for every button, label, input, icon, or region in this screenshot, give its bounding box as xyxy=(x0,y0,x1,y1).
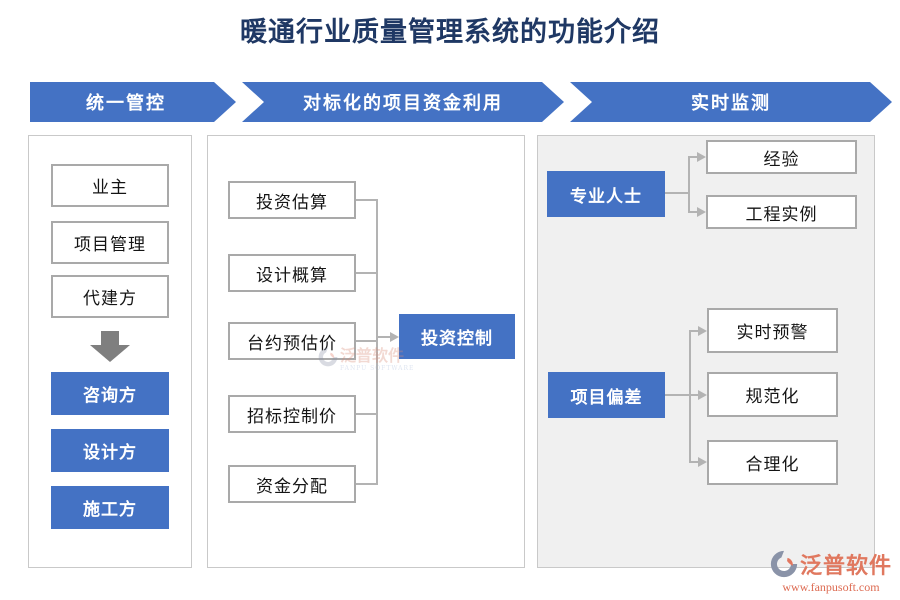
process-banner: 统一管控 对标化的项目资金利用 实时监测 xyxy=(30,82,892,122)
fund-box-label: 台约预估价 xyxy=(247,333,337,354)
role-box-label: 项目管理 xyxy=(74,235,146,255)
role-box-label: 业主 xyxy=(92,178,128,198)
fund-box-label: 招标控制价 xyxy=(247,406,337,427)
role-box-project-management: 项目管理 xyxy=(51,221,169,264)
banner-step-unified-control: 统一管控 xyxy=(30,82,236,122)
monitor-box-label: 规范化 xyxy=(745,387,800,407)
arrowhead-right-icon xyxy=(697,207,706,217)
connector-line xyxy=(356,483,378,485)
watermark-logo: 泛普软件 FANPU SOFTWARE xyxy=(318,347,414,372)
connector-line xyxy=(356,199,378,201)
role-box-constructor: 施工方 xyxy=(51,486,169,529)
role-box-owner: 业主 xyxy=(51,164,169,207)
fanpu-logo-icon xyxy=(318,347,338,367)
fund-box-label: 投资估算 xyxy=(256,192,328,213)
monitor-box-label: 项目偏差 xyxy=(570,387,643,408)
connector-line xyxy=(665,394,691,396)
arrowhead-right-icon xyxy=(697,152,706,162)
connector-line xyxy=(356,272,378,274)
connector-line xyxy=(690,211,698,213)
monitor-box-experience: 经验 xyxy=(706,140,857,174)
connector-line xyxy=(665,192,690,194)
role-box-label: 代建方 xyxy=(83,289,137,309)
fund-box-label: 资金分配 xyxy=(256,476,328,497)
connector-line xyxy=(691,461,699,463)
fund-box-design-budget: 设计概算 xyxy=(228,254,356,292)
arrowhead-right-icon xyxy=(698,457,707,467)
connector-line xyxy=(691,394,699,396)
fund-box-label: 设计概算 xyxy=(256,265,328,286)
connector-line xyxy=(688,156,690,213)
arrowhead-right-icon xyxy=(698,390,707,400)
banner-step-realtime-monitoring: 实时监测 xyxy=(570,82,892,122)
fund-box-bid-control-price: 招标控制价 xyxy=(228,395,356,433)
arrowhead-right-icon xyxy=(390,332,399,342)
down-arrow-icon xyxy=(90,345,130,362)
banner-step-label: 对标化的项目资金利用 xyxy=(303,93,503,114)
watermark-brand-text: 泛普软件 xyxy=(340,346,405,365)
role-box-designer: 设计方 xyxy=(51,429,169,472)
connector-bus-line xyxy=(376,199,378,485)
arrowhead-right-icon xyxy=(698,326,707,336)
monitor-box-label: 实时预警 xyxy=(736,323,809,343)
monitor-box-project-deviation: 项目偏差 xyxy=(548,372,665,418)
monitor-box-label: 专业人士 xyxy=(570,186,642,207)
logo-brand-text: 泛普软件 xyxy=(799,553,892,579)
fund-box-fund-allocation: 资金分配 xyxy=(228,465,356,503)
fanpu-logo: 泛普软件 www.fanpusoft.com xyxy=(766,548,896,595)
connector-line xyxy=(691,330,699,332)
fund-box-contract-pre-estimate: 台约预估价 xyxy=(228,322,356,360)
monitor-box-standardization: 规范化 xyxy=(707,372,838,417)
fund-box-investment-estimate: 投资估算 xyxy=(228,181,356,219)
logo-url-text: www.fanpusoft.com xyxy=(782,580,880,594)
monitor-box-realtime-warning: 实时预警 xyxy=(707,308,838,353)
role-box-label: 咨询方 xyxy=(83,386,137,406)
monitor-box-label: 工程实例 xyxy=(745,204,818,225)
connector-line xyxy=(689,330,691,463)
banner-step-fund-utilization: 对标化的项目资金利用 xyxy=(242,82,564,122)
role-box-label: 施工方 xyxy=(83,500,137,520)
banner-step-label: 统一管控 xyxy=(86,93,166,114)
down-arrow-icon xyxy=(101,331,119,345)
monitor-box-professionals: 专业人士 xyxy=(547,171,665,217)
role-box-agent-builder: 代建方 xyxy=(51,275,169,318)
connector-line xyxy=(356,340,378,342)
monitor-box-label: 合理化 xyxy=(745,455,800,475)
connector-line xyxy=(378,336,391,338)
role-box-consultant: 咨询方 xyxy=(51,372,169,415)
monitor-box-label: 经验 xyxy=(763,149,800,170)
connector-line xyxy=(690,156,698,158)
watermark-subtext: FANPU SOFTWARE xyxy=(340,364,415,372)
monitor-box-engineering-examples: 工程实例 xyxy=(706,195,857,229)
monitor-box-rationalization: 合理化 xyxy=(707,440,838,485)
connector-line xyxy=(356,413,378,415)
fanpu-logo-icon xyxy=(770,550,798,578)
target-box-label: 投资控制 xyxy=(421,329,493,349)
page-title: 暖通行业质量管理系统的功能介绍 xyxy=(240,17,660,48)
target-box-investment-control: 投资控制 xyxy=(399,314,515,359)
role-box-label: 设计方 xyxy=(83,443,137,463)
banner-step-label: 实时监测 xyxy=(691,93,771,114)
